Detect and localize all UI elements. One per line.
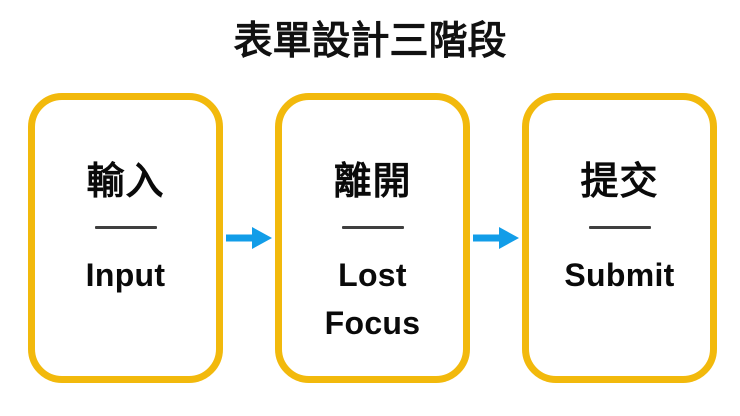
stage-card-submit[interactable]: 提交 Submit xyxy=(522,93,717,383)
stage-divider xyxy=(94,226,157,229)
arrow-right-icon xyxy=(470,218,522,258)
stage-divider xyxy=(588,226,651,229)
stage-en-label: Submit xyxy=(564,257,675,293)
stage-card-input[interactable]: 輸入 Input xyxy=(28,93,223,383)
stage-cjk-label: 離開 xyxy=(333,161,412,203)
stage-cjk-label: 輸入 xyxy=(86,161,165,203)
stage-en-label: Input xyxy=(85,257,166,293)
stage-cjk-label: 提交 xyxy=(580,161,659,203)
stage-card-lost-focus[interactable]: 離開 Lost Focus xyxy=(275,93,470,383)
page-title: 表單設計三階段 xyxy=(233,20,507,63)
stage-en-label: Lost Focus xyxy=(324,257,421,341)
arrow-right-icon xyxy=(223,218,275,258)
stage-divider xyxy=(341,226,404,229)
stage-flow: 輸入 Input 離開 Lost Focus 提交 Submit xyxy=(28,93,717,383)
